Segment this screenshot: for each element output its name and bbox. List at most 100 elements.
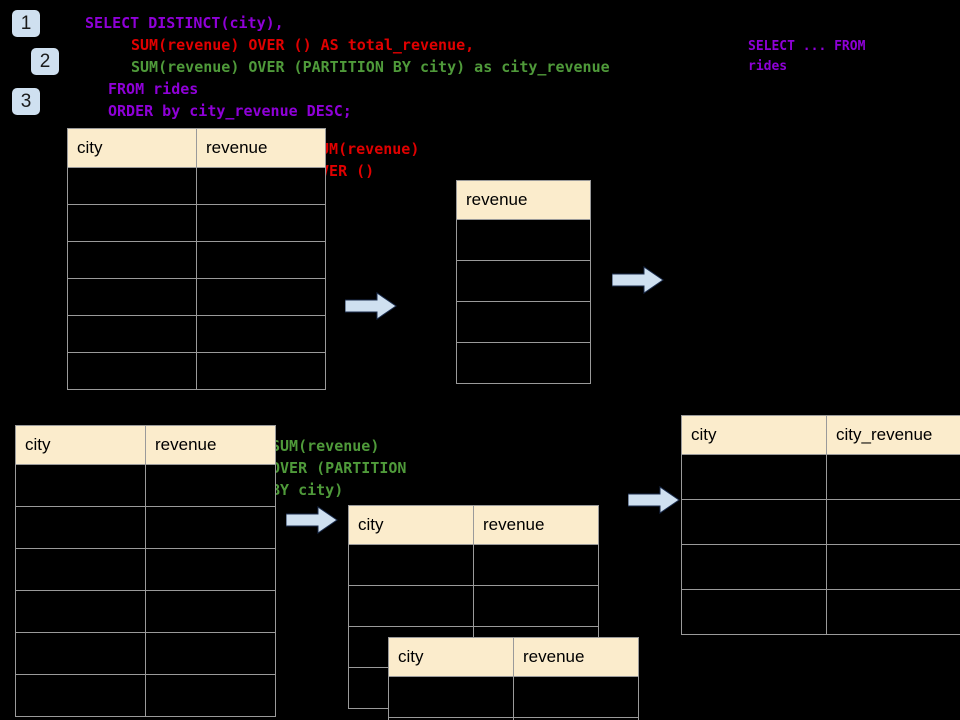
cell-city (67, 315, 197, 353)
table-row (681, 454, 960, 500)
source-table-top: city revenue (67, 128, 326, 390)
table-row (67, 204, 326, 242)
column-header-city: city (388, 637, 514, 677)
arrow-right-icon (628, 486, 680, 514)
cell-revenue (145, 464, 276, 507)
table-row (348, 544, 599, 586)
cell-city (67, 167, 197, 205)
cell-city (15, 632, 146, 675)
cell-city (681, 544, 827, 590)
cell-city (67, 278, 197, 316)
table-row (67, 167, 326, 205)
table-row (15, 506, 276, 549)
table-row (456, 260, 591, 302)
table-row (15, 674, 276, 717)
cell-city (681, 454, 827, 500)
step-badge-2: 2 (31, 48, 59, 75)
table-row (67, 241, 326, 279)
cell-revenue (196, 167, 326, 205)
cell-revenue (196, 278, 326, 316)
cell-city (67, 241, 197, 279)
step-badge-1: 1 (12, 10, 40, 37)
column-header-revenue: revenue (513, 637, 639, 677)
cell-city (348, 544, 474, 586)
table-row (15, 632, 276, 675)
table-row (15, 464, 276, 507)
cell-city (681, 499, 827, 545)
cell-revenue (456, 301, 591, 343)
table-row (388, 676, 639, 718)
table-row (15, 590, 276, 633)
cell-revenue (456, 342, 591, 384)
cell-revenue (196, 315, 326, 353)
cell-city (67, 204, 197, 242)
arrow-right-icon (345, 292, 397, 320)
table-header-row: revenue (456, 180, 591, 220)
cell-city (15, 506, 146, 549)
cell-revenue (473, 544, 599, 586)
table-row (681, 589, 960, 635)
cell-city (67, 352, 197, 390)
cell-city (348, 585, 474, 627)
column-header-city: city (681, 415, 827, 455)
table-header-row: city revenue (388, 637, 639, 677)
column-header-revenue: revenue (473, 505, 599, 545)
sql-line-order-by: ORDER by city_revenue DESC; (108, 102, 352, 120)
table-row (681, 544, 960, 590)
step-badge-3: 3 (12, 88, 40, 115)
cell-revenue (456, 260, 591, 302)
table-row (348, 585, 599, 627)
cell-city-revenue (826, 589, 960, 635)
table-header-row: city revenue (348, 505, 599, 545)
cell-city-revenue (826, 544, 960, 590)
cell-revenue (145, 632, 276, 675)
source-table-bottom: city revenue (15, 425, 276, 717)
cell-city (15, 548, 146, 591)
table-row (67, 315, 326, 353)
sql-side-note: SELECT ... FROM rides (748, 39, 866, 74)
column-header-city: city (67, 128, 197, 168)
cell-revenue (513, 717, 639, 720)
cell-revenue (456, 219, 591, 261)
cell-revenue (145, 590, 276, 633)
cell-city (15, 674, 146, 717)
column-header-revenue: revenue (196, 128, 326, 168)
cell-city-revenue (826, 454, 960, 500)
table-row (456, 301, 591, 343)
cell-revenue (473, 585, 599, 627)
cell-city-revenue (826, 499, 960, 545)
cell-city (681, 589, 827, 635)
cell-revenue (145, 674, 276, 717)
cell-revenue (145, 506, 276, 549)
cell-revenue (513, 676, 639, 718)
arrow-right-icon (612, 266, 664, 294)
column-header-revenue: revenue (145, 425, 276, 465)
table-row (681, 499, 960, 545)
column-header-city: city (15, 425, 146, 465)
cell-revenue (145, 548, 276, 591)
table-header-row: city city_revenue (681, 415, 960, 455)
cell-revenue (196, 241, 326, 279)
sql-line-select: SELECT DISTINCT(city), (85, 14, 284, 32)
sql-line-city-revenue: SUM(revenue) OVER (PARTITION BY city) as… (131, 58, 610, 76)
table-row (67, 278, 326, 316)
column-header-city: city (348, 505, 474, 545)
annotation-city-revenue: SUM(revenue) OVER (PARTITION BY city) (271, 437, 407, 499)
table-row (67, 352, 326, 390)
cell-revenue (196, 204, 326, 242)
column-header-city-revenue: city_revenue (826, 415, 960, 455)
table-header-row: city revenue (67, 128, 326, 168)
sql-line-from: FROM rides (108, 80, 199, 98)
partition-table-front: city revenue (388, 637, 639, 720)
total-revenue-table: revenue (456, 180, 591, 384)
column-header-revenue: revenue (456, 180, 591, 220)
arrow-right-icon (286, 506, 338, 534)
table-row (456, 342, 591, 384)
cell-city (15, 590, 146, 633)
table-row (456, 219, 591, 261)
cell-city (388, 676, 514, 718)
table-row (388, 717, 639, 720)
cell-revenue (196, 352, 326, 390)
sql-line-total-revenue: SUM(revenue) OVER () AS total_revenue, (131, 36, 475, 54)
